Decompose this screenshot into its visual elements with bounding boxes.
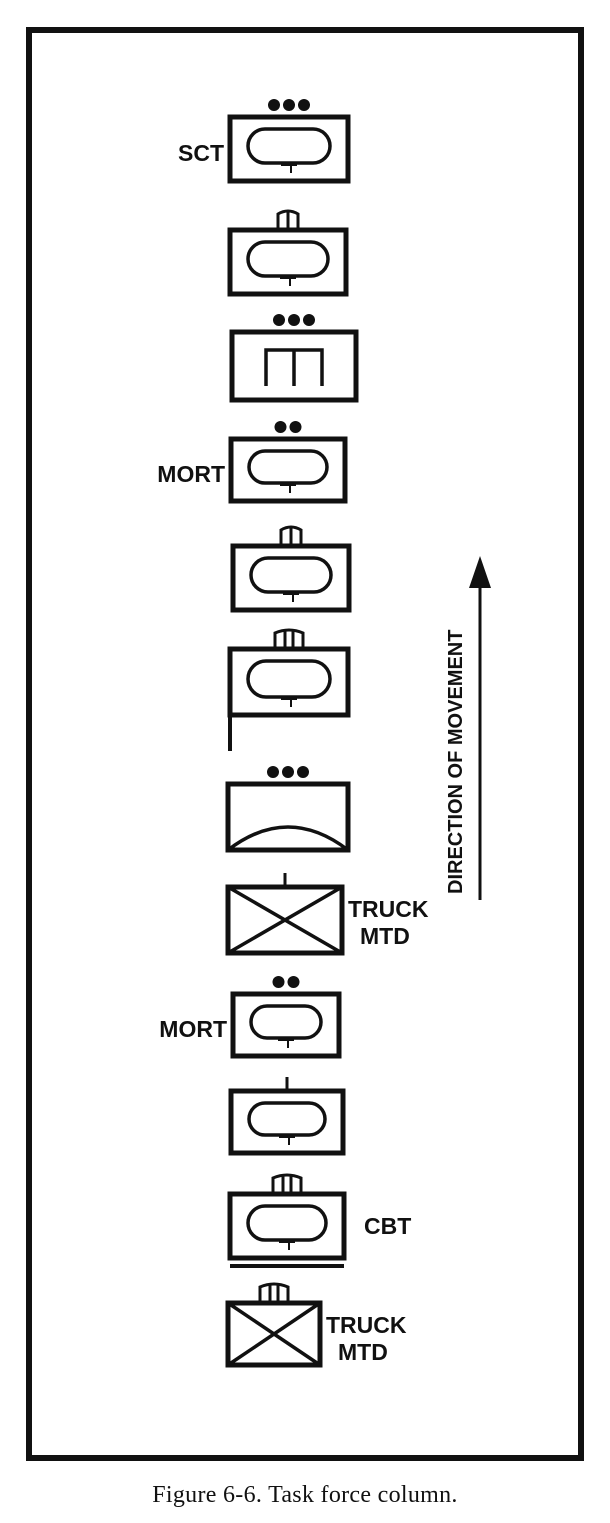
armor-track-icon	[246, 127, 332, 165]
size-dot	[297, 766, 309, 778]
size-dot	[268, 99, 280, 111]
unit-label-left: MORT	[157, 461, 225, 487]
engineer-icon	[264, 348, 324, 386]
unit-symbol-armor	[228, 1077, 346, 1156]
size-dot	[273, 314, 285, 326]
air-defense-arc	[226, 825, 350, 852]
armor-track-icon	[247, 449, 329, 485]
size-dot	[303, 314, 315, 326]
unit-frame	[230, 991, 342, 1059]
armor-track-icon	[247, 1101, 327, 1137]
unit-symbol-armor: MORT	[157, 421, 348, 504]
size-dot	[274, 421, 287, 433]
unit-frame	[228, 436, 348, 504]
battalion-mark	[273, 628, 305, 649]
battalion-mark	[271, 1173, 303, 1194]
armor-track-icon	[246, 659, 332, 699]
size-dot	[267, 766, 279, 778]
size-dot	[282, 766, 294, 778]
direction-label: DIRECTION OF MOVEMENT	[445, 630, 467, 894]
armor-track-icon	[246, 240, 330, 278]
unit-frame	[229, 329, 359, 403]
direction-of-movement: DIRECTION OF MOVEMENT	[445, 556, 491, 900]
unit-label-right: TRUCK	[326, 1312, 407, 1338]
figure-caption: Figure 6-6. Task force column.	[152, 1482, 458, 1508]
size-dot	[287, 976, 300, 988]
unit-label-right: MTD	[338, 1339, 388, 1365]
unit-symbol-armor	[227, 628, 351, 751]
armor-track-icon	[249, 1004, 323, 1040]
unit-label-right: CBT	[364, 1213, 411, 1239]
size-dot	[283, 99, 295, 111]
unit-frame	[227, 1191, 347, 1261]
unit-symbol-air-defense	[225, 766, 351, 853]
unit-label-right: TRUCK	[348, 896, 429, 922]
battalion-mark	[258, 1282, 290, 1303]
unit-frame	[225, 781, 351, 853]
size-dot	[289, 421, 302, 433]
size-dot	[288, 314, 300, 326]
unit-symbol-armor	[230, 525, 352, 613]
unit-symbol-armor: CBT	[227, 1173, 411, 1268]
unit-frame	[227, 114, 351, 184]
armor-track-icon	[249, 556, 333, 594]
unit-symbol-engineer	[229, 314, 359, 403]
infantry-cross	[227, 1301, 321, 1367]
direction-arrow-head	[469, 556, 491, 588]
armor-track-icon	[246, 1204, 328, 1242]
size-dot	[298, 99, 310, 111]
unit-symbol-armor	[227, 209, 349, 297]
figure-frame	[26, 27, 584, 1461]
unit-frame	[225, 1300, 323, 1368]
unit-symbol-armor: SCT	[178, 99, 351, 184]
unit-frame	[227, 646, 351, 718]
infantry-cross	[227, 885, 343, 955]
company-mark	[279, 525, 303, 546]
unit-label-left: SCT	[178, 140, 224, 166]
company-mark	[276, 209, 300, 230]
size-dot	[272, 976, 285, 988]
unit-symbol-armor: MORT	[159, 976, 342, 1059]
unit-label-left: MORT	[159, 1016, 227, 1042]
unit-label-right: MTD	[360, 923, 410, 949]
